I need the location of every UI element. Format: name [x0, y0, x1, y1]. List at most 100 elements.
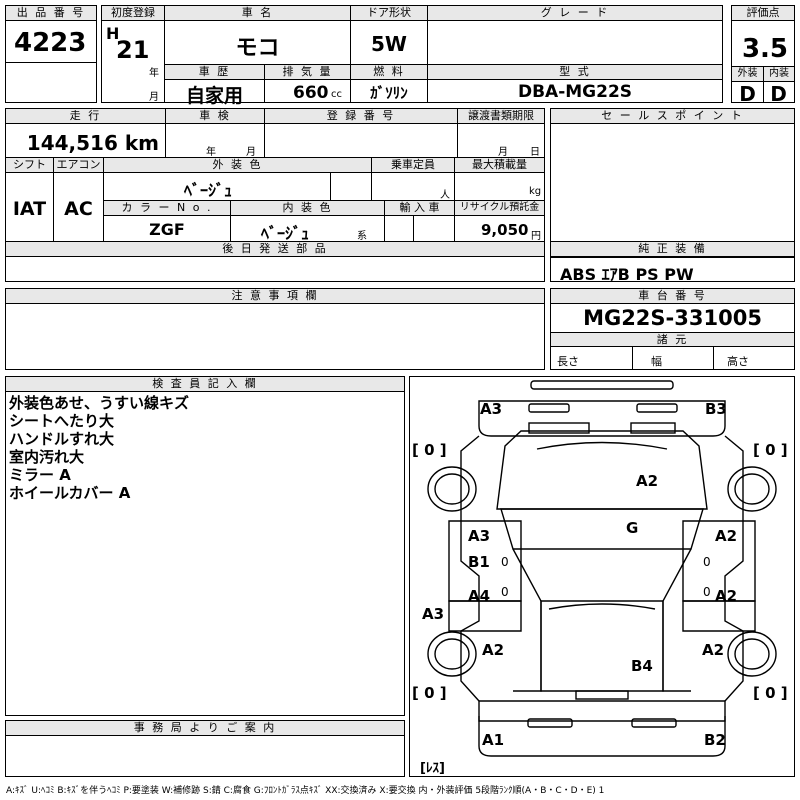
inspector-note: ハンドルすれ大 — [9, 430, 115, 448]
recycle-header: リサイクル預託金 — [455, 201, 544, 216]
model-cell: 型 式 DBA-MG22S — [427, 64, 723, 103]
lot-number-cell: 出 品 番 号 4223 — [5, 5, 97, 103]
capacity-cell: 乗車定員 人 — [371, 157, 455, 201]
inspection-header: 車 検 — [166, 109, 264, 124]
mileage-value: 144,516 km — [26, 131, 159, 155]
displacement-cell: 排 気 量 660 cc — [264, 64, 351, 103]
damage-mark-windshield: G — [626, 519, 639, 537]
import-cell: 輸 入 車 — [384, 200, 455, 242]
car-name-header: 車 名 — [165, 6, 350, 21]
recycle-cell: リサイクル預託金 9,050 円 — [454, 200, 545, 242]
door-cell: ドア形状 5W — [350, 5, 428, 65]
vehicle-history: 自家用 — [185, 85, 243, 107]
door-zero-mark: 0 — [703, 585, 711, 599]
door-zero-mark: 0 — [501, 585, 509, 599]
fuel-header: 燃 料 — [351, 65, 427, 80]
dimensions-header: 諸 元 — [551, 332, 794, 347]
shift-type: IAT — [12, 198, 47, 220]
inspector-notes-header: 検 査 員 記 入 欄 — [6, 377, 404, 392]
office-notes-cell: 事 務 局 よ り ご 案 内 — [5, 720, 405, 777]
exterior-color-header: 外 装 色 — [104, 158, 371, 173]
damage-mark-left-front-door-dent: B1 — [468, 553, 490, 571]
interior-color-cell: 内 装 色 ﾍﾞｰｼﾞｭ 系 — [230, 200, 385, 243]
color-number-header: カ ラ ー N o . — [104, 201, 230, 216]
max-load-cell: 最大積載量 kg — [454, 157, 545, 201]
first-registration-header: 初度登録 — [102, 6, 164, 21]
aircon-type: AC — [64, 198, 93, 220]
history-header: 車 歴 — [165, 65, 264, 80]
chassis-number: MG22S-331005 — [583, 306, 762, 330]
lot-number-header: 出 品 番 号 — [6, 6, 96, 21]
inspector-note: ミラー A — [9, 466, 71, 484]
registration-cell: 登 録 番 号 — [264, 108, 458, 158]
exterior-score-header: 外装 — [732, 67, 763, 82]
year-unit: 年 — [149, 68, 159, 79]
car-name: モコ — [235, 36, 280, 61]
height-label: 高さ — [727, 355, 749, 368]
damage-mark-left-front-door: A3 — [468, 527, 491, 545]
damage-mark-left-side: A3 — [422, 605, 445, 623]
transfer-deadline-header: 譲渡書類期限 — [458, 109, 544, 124]
length-label: 長さ — [557, 355, 579, 368]
damage-diagram: A3 B3 A2 G A3 B1 A2 A4 A2 A3 A2 A2 B4 A1… — [409, 376, 795, 777]
inspection-month-unit: 月 — [246, 147, 256, 158]
grade-cell: グ レ ー ド — [427, 5, 723, 65]
inspection-cell: 車 検 年 月 — [165, 108, 265, 158]
recycle-unit: 円 — [531, 231, 541, 242]
aircon-cell: エアコン AC — [53, 157, 104, 242]
exterior-score: D — [739, 82, 756, 106]
tire-rear-left-depth: [ 0 ] — [412, 684, 447, 702]
aircon-header: エアコン — [54, 158, 103, 173]
damage-mark-front-right: B3 — [705, 400, 727, 418]
displacement-header: 排 気 量 — [265, 65, 350, 80]
car-name-cell: 車 名 モコ — [164, 5, 351, 65]
door-type: 5W — [371, 32, 407, 56]
lot-number: 4223 — [14, 28, 87, 58]
door-zero-mark: 0 — [703, 555, 711, 569]
damage-mark-right-rear-door: A2 — [715, 587, 738, 605]
mileage-cell: 走 行 144,516 km — [5, 108, 166, 158]
registration-header: 登 録 番 号 — [265, 109, 457, 124]
width-label: 幅 — [651, 355, 662, 368]
notes-header: 注 意 事 項 欄 — [6, 289, 544, 304]
month-unit: 月 — [149, 92, 159, 103]
transfer-deadline-cell: 譲渡書類期限 月 日 — [457, 108, 545, 158]
door-zero-mark: 0 — [501, 555, 509, 569]
door-header: ドア形状 — [351, 6, 427, 21]
interior-score-header: 内装 — [763, 67, 794, 82]
tire-front-right-depth: [ 0 ] — [753, 441, 788, 459]
sales-points-header: セ ー ル ス ポ イ ン ト — [551, 109, 794, 124]
tire-rear-right-depth: [ 0 ] — [753, 684, 788, 702]
interior-color-header: 内 装 色 — [231, 201, 384, 216]
exterior-color-cell: 外 装 色 ﾍﾞｰｼﾞｭ — [103, 157, 372, 201]
max-load-unit: kg — [529, 186, 542, 197]
chassis-header: 車 台 番 号 — [551, 289, 794, 304]
max-load-header: 最大積載量 — [455, 158, 544, 173]
first-registration-year: 21 — [116, 36, 150, 64]
damage-mark-roof: B4 — [631, 657, 653, 675]
inspector-note: 室内汚れ大 — [9, 448, 85, 466]
office-notes-header: 事 務 局 よ り ご 案 内 — [6, 721, 404, 736]
overall-score: 3.5 — [741, 34, 788, 64]
inspector-notes-list: 外装色あせ、うすい線キズ シートへたり大 ハンドルすれ大 室内汚れ大 ミラー A… — [9, 394, 189, 502]
inspector-note: 外装色あせ、うすい線キズ — [9, 394, 190, 412]
model-code: DBA-MG22S — [517, 82, 633, 102]
inspector-note: シートへたり大 — [9, 412, 115, 430]
damage-mark-left-quarter: A2 — [482, 641, 505, 659]
legend-text: A:ｷｽﾞ U:ﾍｺﾐ B:ｷｽﾞを伴うﾍｺﾐ P:要塗装 W:補修跡 S:錆 … — [6, 786, 605, 796]
interior-score: D — [770, 82, 787, 106]
damage-mark-hood: A2 — [636, 472, 659, 490]
era-label: H — [106, 24, 120, 43]
transfer-day-unit: 日 — [530, 147, 540, 158]
equipment-header: 純 正 装 備 — [551, 242, 794, 257]
color-number: ZGF — [149, 220, 185, 239]
first-registration-cell: 初度登録 H 21 年 月 — [101, 5, 165, 103]
damage-mark-left-rear-door: A4 — [468, 587, 491, 605]
interior-color: ﾍﾞｰｼﾞｭ — [261, 224, 310, 243]
transfer-month-unit: 月 — [498, 147, 508, 158]
damage-mark-rear-left: A1 — [482, 731, 505, 749]
import-header: 輸 入 車 — [385, 201, 454, 216]
mileage-header: 走 行 — [6, 109, 165, 124]
model-header: 型 式 — [428, 65, 722, 80]
capacity-unit: 人 — [440, 190, 450, 201]
